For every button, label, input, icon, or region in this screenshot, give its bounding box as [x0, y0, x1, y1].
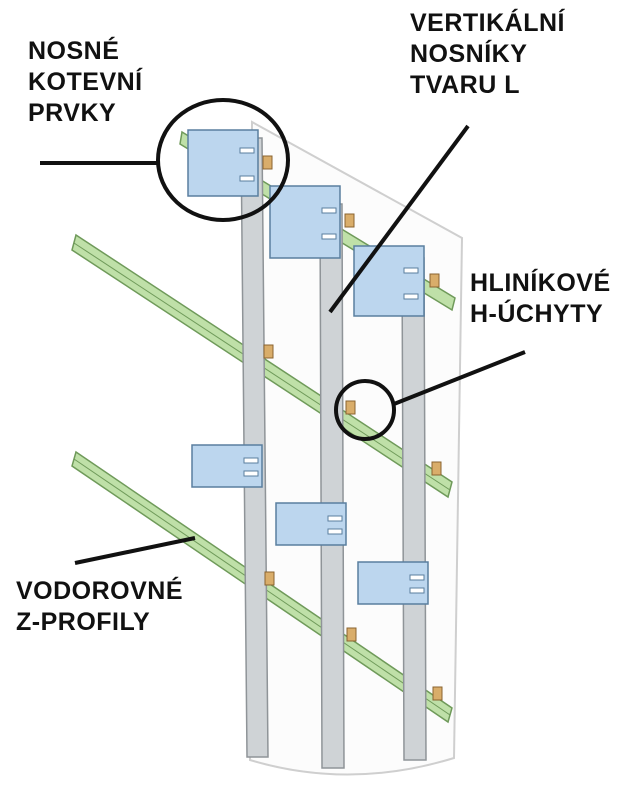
vertical-rail-middle: [319, 203, 345, 769]
h-clip: [262, 155, 273, 170]
rails-label: VERTIKÁLNÍ NOSNÍKY TVARU L: [410, 9, 565, 99]
rails-leader-line: [328, 124, 470, 314]
h-clip: [431, 461, 442, 476]
clips-label: HLINÍKOVÉ H-ÚCHYTY: [470, 269, 611, 328]
zprofiles-label: VODOROVNÉ Z-PROFILY: [16, 577, 184, 636]
anchor-callout-circle: [156, 98, 290, 222]
clip-callout-circle: [334, 379, 396, 441]
zprofile-leader-line: [74, 536, 196, 565]
h-clip: [432, 686, 443, 701]
anchor-bracket: [353, 245, 425, 317]
h-clip: [429, 273, 440, 288]
anchor-bracket: [187, 129, 259, 197]
h-clip: [264, 571, 275, 586]
anchor-bracket: [357, 561, 429, 605]
h-clip: [345, 400, 356, 415]
h-clip: [344, 213, 355, 228]
clip-leader-line: [393, 350, 526, 406]
anchor-bracket: [191, 444, 263, 488]
h-clip: [263, 344, 274, 359]
anchor-bracket: [275, 502, 347, 546]
anchor-bracket: [269, 185, 341, 259]
anchors-label: NOSNÉ KOTEVNÍ PRVKY: [28, 37, 143, 127]
h-clip: [346, 627, 357, 642]
vertical-rail-right: [401, 257, 427, 761]
